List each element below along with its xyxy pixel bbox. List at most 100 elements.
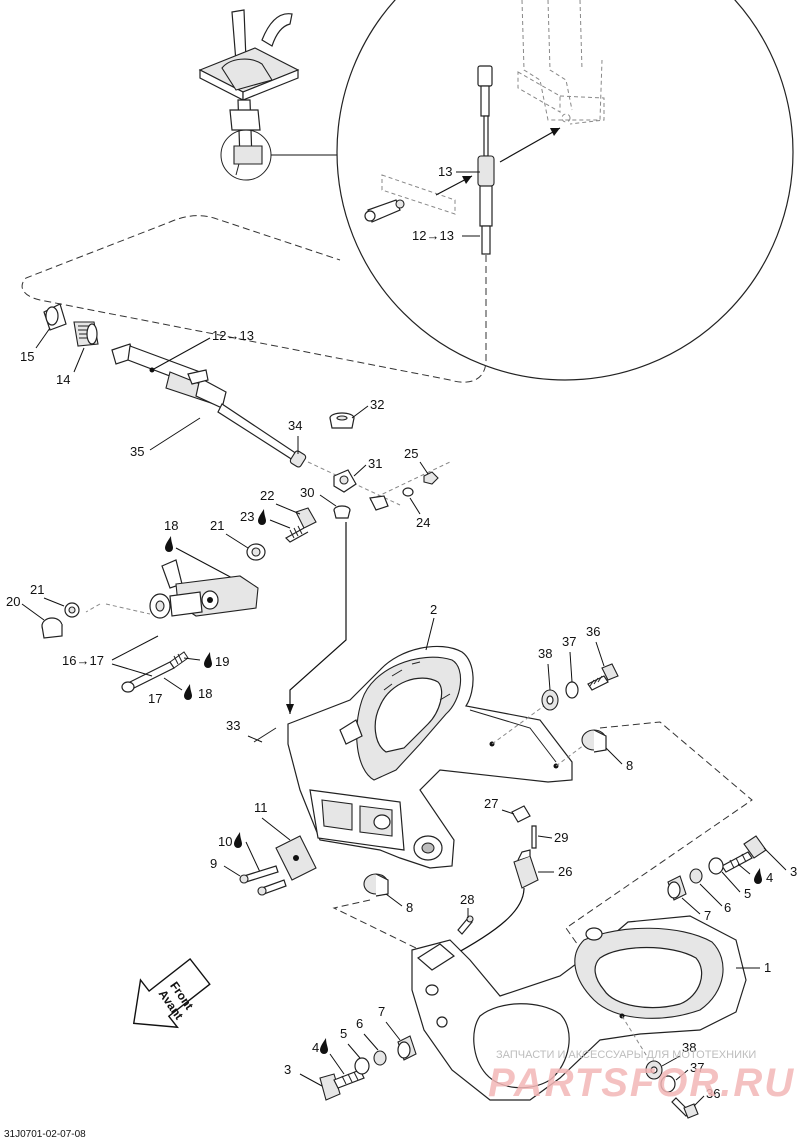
cap-20: [41, 617, 63, 639]
callout-35: 35: [130, 444, 144, 459]
callout-11: 11: [254, 800, 268, 815]
screws-9-10: [239, 865, 287, 896]
callout-1: 1: [764, 960, 771, 975]
callout-26: 26: [558, 864, 572, 879]
plate-11: [275, 835, 317, 881]
callout-14: 14: [56, 372, 70, 387]
callout-21-top: 21: [210, 518, 224, 533]
callout-37-bottom: 37: [690, 1060, 704, 1075]
screw-28: [457, 915, 474, 935]
cable-mount-bracket: [233, 145, 263, 165]
bolt-set-36-38-top: [541, 663, 619, 711]
callout-33: 33: [226, 718, 240, 733]
callout-8-right: 8: [626, 758, 633, 773]
watermark-tagline: ЗАПЧАСТИ И АКСЕССУАРЫ ДЛЯ МОТОТЕХНИКИ: [496, 1049, 756, 1061]
link-arrow-to-bracket: [289, 522, 347, 714]
callout-34: 34: [288, 418, 302, 433]
callout-19: 19: [215, 654, 229, 669]
front-arrow-icon: [132, 958, 211, 1029]
callout-7-right: 7: [704, 908, 711, 923]
detail-pin-and-plate: [364, 174, 456, 223]
callout-5-right: 5: [744, 886, 751, 901]
callout-12-13-detail: 12→13: [412, 228, 454, 243]
callout-5-left: 5: [340, 1026, 347, 1041]
callout-31: 31: [368, 456, 382, 471]
housing-1: [411, 915, 747, 1101]
bolt-set-36-38-bottom: [645, 1060, 699, 1119]
callout-10: 10: [218, 834, 232, 849]
callout-12-13-cable: 12→13: [212, 328, 254, 343]
callout-28: 28: [460, 892, 474, 907]
oil-drop-icon: [258, 509, 266, 525]
callout-7-left: 7: [378, 1004, 385, 1019]
block-26: [513, 849, 539, 889]
bolt-set-3-7-left: [319, 1035, 417, 1101]
link-arrow-to-housing: [447, 887, 525, 959]
callout-36-top: 36: [586, 624, 600, 639]
callout-38-bottom: 38: [682, 1040, 696, 1055]
oil-drop-icon: [754, 868, 762, 884]
callout-6-left: 6: [356, 1016, 363, 1031]
watermark-logo: PARTSFOR.RU: [488, 1061, 795, 1105]
oil-drop-icon: [320, 1038, 328, 1054]
callout-30: 30: [300, 485, 314, 500]
callout-38-top: 38: [538, 646, 552, 661]
callout-37-top: 37: [562, 634, 576, 649]
pin-29: [531, 825, 537, 849]
pin-and-washers-24-25: [369, 471, 439, 511]
detail-magnify-circle: [336, 0, 794, 381]
callout-36-bottom: 36: [706, 1086, 720, 1101]
washer-21-left: [64, 602, 80, 618]
detail-arrowhead-b: [550, 128, 560, 136]
oil-drop-icon: [234, 832, 242, 848]
callout-20: 20: [6, 594, 20, 609]
callout-17: 17: [148, 691, 162, 706]
callout-6-right: 6: [724, 900, 731, 915]
detail-arrow-b: [499, 127, 561, 163]
routing-dashed-left: [332, 899, 421, 951]
callout-32: 32: [370, 397, 384, 412]
callout-8-lower: 8: [406, 900, 413, 915]
detail-bracket-dashed: [517, 0, 605, 125]
callout-16-17: 16→17: [62, 653, 104, 668]
callout-13-detail: 13: [438, 164, 452, 179]
main-bracket-2: [287, 645, 589, 869]
bushing-32: [329, 412, 355, 429]
callout-22: 22: [260, 488, 274, 503]
bolt-22-23: [285, 507, 317, 543]
callout-9: 9: [210, 856, 217, 871]
oil-drop-icon: [204, 652, 212, 668]
oil-drop-icon: [165, 536, 173, 552]
callout-4-right: 4: [766, 870, 773, 885]
callout-3-left: 3: [284, 1062, 291, 1077]
callout-18-top: 18: [164, 518, 178, 533]
bushing-8-right: [581, 729, 607, 753]
callout-25: 25: [404, 446, 418, 461]
callout-3-right: 3: [790, 864, 797, 879]
bolt-set-3-7-right: [667, 835, 767, 901]
callout-27: 27: [484, 796, 498, 811]
callout-21-left: 21: [30, 582, 44, 597]
clip-27: [511, 805, 531, 823]
callout-2: 2: [430, 602, 437, 617]
bushing-21-top: [246, 543, 266, 561]
callout-4-left: 4: [312, 1040, 319, 1055]
callout-15: 15: [20, 349, 34, 364]
cable-nut-14-15: [43, 303, 99, 347]
bushing-30: [333, 505, 351, 519]
shift-arm-lever: [149, 559, 259, 619]
bushing-8-lower: [363, 873, 389, 897]
detail-cable-end: [477, 65, 495, 255]
callout-23: 23: [240, 509, 254, 524]
detail-arrowhead-a: [462, 176, 472, 184]
cable-routing-path: [21, 215, 487, 383]
drawing-code: 31J0701-02-07-08: [4, 1129, 86, 1140]
pin-17: [121, 651, 189, 693]
callout-18-bottom: 18: [198, 686, 212, 701]
callout-29: 29: [554, 830, 568, 845]
wire-clip-33: [253, 727, 277, 743]
clevis-31: [333, 469, 357, 493]
oil-drop-icon: [184, 684, 192, 700]
